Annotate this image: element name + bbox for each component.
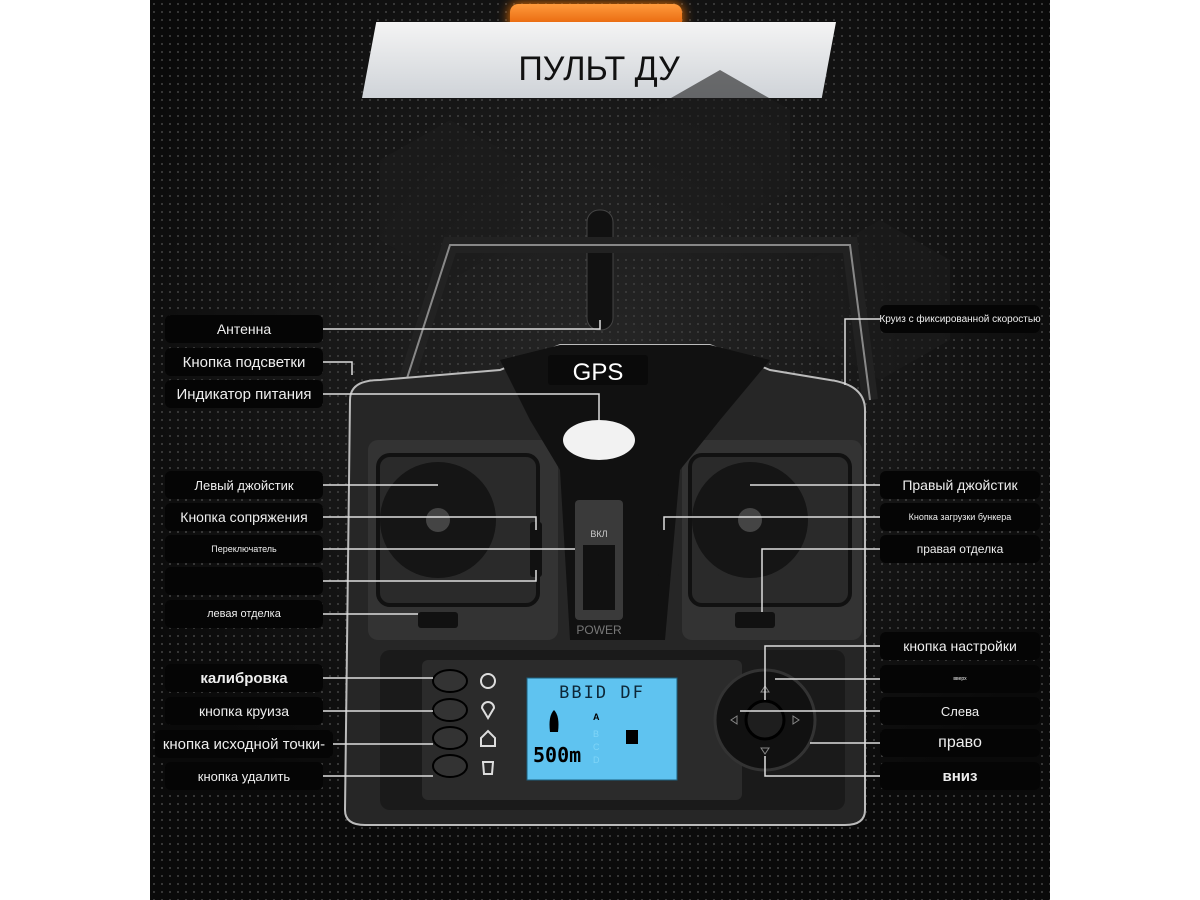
power-indicator xyxy=(563,420,635,460)
label-cruise-button: кнопка круиза xyxy=(165,697,323,725)
lcd-row-c: C xyxy=(593,742,600,752)
lcd-header: BBID DF xyxy=(559,683,645,703)
trash-icon xyxy=(482,761,494,775)
label-left-joystick: Левый джойстик xyxy=(165,471,323,499)
home-button[interactable] xyxy=(432,726,468,750)
left-trim[interactable] xyxy=(418,612,458,628)
right-joystick[interactable] xyxy=(688,453,852,607)
label-pair-button: Кнопка сопряжения xyxy=(165,503,323,531)
label-left: Слева xyxy=(880,697,1040,725)
switch-label: ВКЛ xyxy=(590,529,607,539)
lcd-distance: 500m xyxy=(533,743,581,767)
label-antenna: Антенна xyxy=(165,315,323,343)
label-bunker-button: Кнопка загрузки бункера xyxy=(880,503,1040,531)
cruise-button[interactable] xyxy=(432,698,468,722)
label-setting-button: кнопка настройки xyxy=(880,632,1040,660)
label-power-indicator: Индикатор питания xyxy=(165,380,323,408)
delete-button[interactable] xyxy=(432,754,468,778)
crosshair-icon xyxy=(480,673,496,689)
label-right: право xyxy=(880,729,1040,757)
page-title: ПУЛЬТ ДУ xyxy=(518,49,680,88)
left-joystick[interactable] xyxy=(376,453,540,607)
label-calibration: калибровка xyxy=(165,664,323,692)
power-label: POWER xyxy=(576,623,622,637)
label-up: вверх xyxy=(880,665,1040,693)
label-switch: Переключатель xyxy=(165,535,323,563)
right-trim[interactable] xyxy=(735,612,775,628)
title-banner: ПУЛЬТ ДУ xyxy=(362,22,836,98)
label-right-trim: правая отделка xyxy=(880,535,1040,563)
calibration-button[interactable] xyxy=(432,669,468,693)
label-cruise-fixed-speed: Круиз с фиксированной скоростью xyxy=(879,305,1041,333)
home-icon xyxy=(480,729,496,747)
setting-button[interactable] xyxy=(744,699,786,741)
dpad[interactable] xyxy=(713,668,817,772)
lcd-row-b: B xyxy=(593,729,599,739)
label-right-joystick: Правый джойстик xyxy=(880,471,1040,499)
label-backlight-button: Кнопка подсветки xyxy=(165,348,323,376)
bunker-button[interactable] xyxy=(658,522,670,577)
location-pin-icon xyxy=(480,701,496,720)
lcd-row-d: D xyxy=(593,755,600,765)
lcd-row-a: A xyxy=(593,712,600,722)
boat-icon xyxy=(549,710,559,732)
gps-label: GPS xyxy=(573,359,624,386)
label-down: вниз xyxy=(880,762,1040,790)
label-delete-button: кнопка удалить xyxy=(165,762,323,790)
label-left-trim: левая отделка xyxy=(165,600,323,628)
label-empty xyxy=(165,567,323,595)
label-home-button: кнопка исходной точки- xyxy=(155,730,333,758)
lcd-home-icon xyxy=(626,730,638,744)
antenna xyxy=(586,209,614,331)
remote-controller: GPS ВКЛ POWER BBID DF 500m A B C D xyxy=(323,70,950,826)
